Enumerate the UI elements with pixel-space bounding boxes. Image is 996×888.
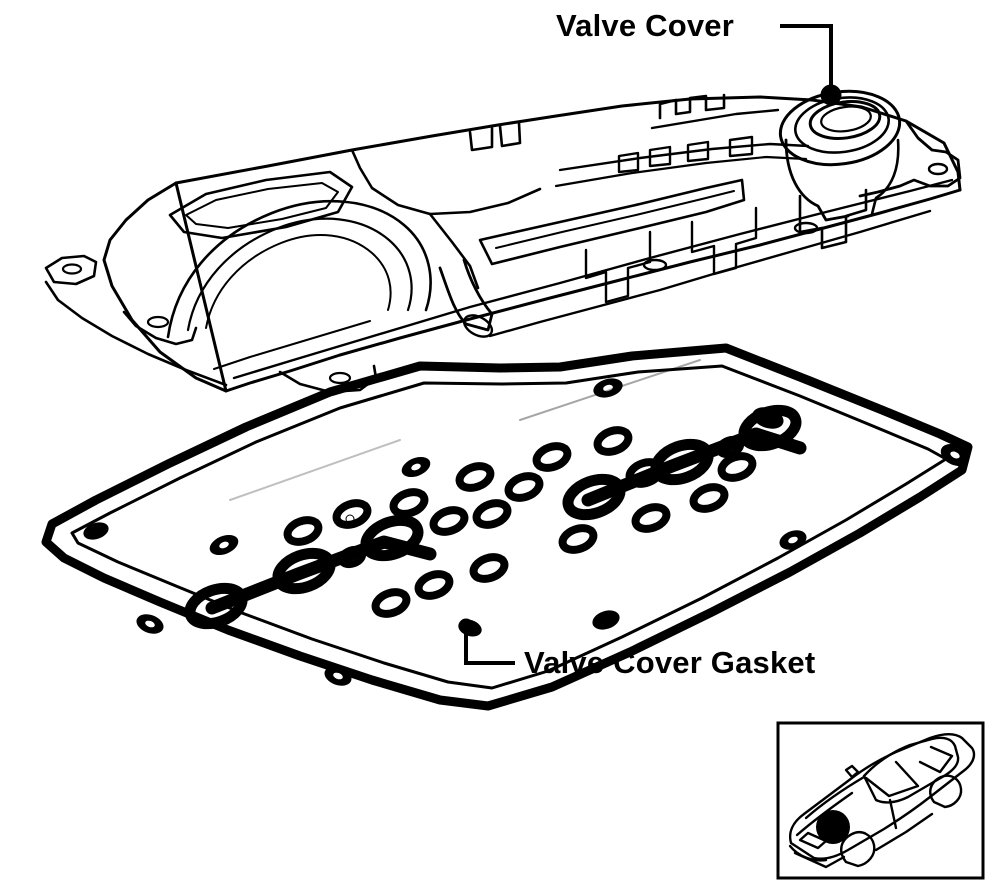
gasket-outer-bead (41, 343, 973, 711)
valve-cover-boss-hole-right (793, 221, 819, 235)
valve-cover-center-recess (478, 178, 746, 266)
inset-car-hood (804, 775, 866, 820)
label-valve-cover-gasket: Valve Cover Gasket (524, 645, 816, 680)
valve-cover-bracket (658, 93, 726, 120)
inset-car-sill (874, 812, 934, 852)
valve-cover-front-bolt-hole-1 (146, 315, 170, 329)
grommet-2 (332, 499, 372, 529)
oil-filler-cap-inner (820, 105, 872, 133)
label-valve-cover: Valve Cover (556, 8, 734, 43)
inset-car-rear-wheel (929, 774, 963, 809)
valve-cover-bracket-base (650, 108, 780, 130)
valve-cover-right-panel (798, 188, 868, 250)
valve-cover-left-skirt (44, 280, 228, 387)
grommet-12 (625, 458, 665, 488)
valve-cover-center-ridge (350, 148, 542, 216)
spark-seal-u3 (738, 404, 802, 452)
chain-upper-small-lug (715, 435, 745, 459)
grommet-10 (631, 503, 671, 533)
gasket-surface-hint-1 (519, 359, 701, 421)
grommet-18 (345, 514, 355, 524)
spark-seal-l1 (184, 582, 248, 630)
valve-cover-dome-hump-inner (186, 217, 413, 332)
valve-cover-boss-3 (686, 140, 710, 163)
inset-car-roof (862, 736, 960, 804)
valve-cover-dome-hump-inner2 (205, 234, 392, 329)
valve-cover-flange-rim (232, 178, 954, 380)
grommet-11 (689, 483, 729, 513)
valve-cover-boss-2 (648, 145, 672, 168)
grommet-13 (717, 452, 757, 482)
valve-cover-right-flange (858, 119, 962, 198)
grommet-6 (455, 462, 495, 492)
valve-cover-breather-spout (438, 258, 494, 332)
leader-dot-valve-cover-gasket (458, 618, 474, 634)
gasket-surface-hint-2 (229, 439, 401, 501)
grommet-14 (558, 524, 598, 554)
grommet-9 (593, 426, 633, 456)
gasket-spark-plug-chain-lower (184, 514, 437, 630)
grommet-5 (472, 499, 512, 529)
grommet-3 (389, 488, 429, 518)
grommet-4 (429, 506, 469, 536)
inset-car-rear-window (918, 745, 954, 774)
oil-filler-skirt-2 (870, 138, 900, 216)
leader-valve-cover (780, 24, 833, 92)
inset-car-door-line (888, 798, 898, 830)
gasket-perimeter-lug-holes (145, 384, 960, 680)
valve-cover-left-pad-inner (185, 182, 339, 229)
inset-car-windshield (864, 760, 920, 798)
leader-lines (458, 24, 842, 665)
valve-cover-boss-1 (617, 151, 640, 174)
grommet-7 (504, 472, 544, 502)
valve-cover-center-panel (428, 212, 480, 290)
valve-cover-left-ear-hole (61, 263, 83, 275)
leader-valve-cover-gasket (464, 628, 515, 665)
gasket-bolt-hole-grommets (283, 426, 757, 618)
vehicle-location-inset (776, 721, 985, 880)
oil-filler-skirt (784, 138, 850, 222)
valve-cover-left-end (102, 181, 228, 393)
inset-car-body (789, 733, 976, 860)
inset-engine-location-marker (816, 810, 850, 844)
inset-car-bumper-2 (793, 851, 846, 869)
valve-cover-gasket-drawing (41, 343, 973, 711)
valve-cover-front-flange-1 (122, 310, 198, 346)
valve-cover-top-tab-2 (498, 121, 522, 148)
valve-cover-boss-4 (728, 135, 754, 158)
leader-dot-valve-cover (820, 84, 842, 106)
inset-car-mirror (844, 764, 860, 779)
valve-cover-dome-hump (166, 199, 432, 339)
grommet-16 (414, 570, 454, 600)
gasket-inner-edge (70, 364, 948, 690)
valve-cover-bottom-bolt-hole (328, 371, 352, 385)
grommet-15 (469, 553, 509, 583)
valve-cover-right-bolt-hole (927, 162, 949, 176)
grommet-8 (532, 442, 572, 472)
valve-cover-top-tab (468, 126, 494, 152)
valve-cover-upper-rail-2 (554, 155, 808, 188)
chain-lower-small-lug (337, 545, 367, 569)
valve-cover-left-ear (44, 254, 98, 286)
spark-seal-l2 (272, 547, 336, 595)
valve-cover-center-recess-inner (495, 190, 735, 249)
valve-cover-boss-hole-center (642, 258, 668, 272)
grommet-17 (371, 588, 411, 618)
valve-cover-drawing (44, 89, 962, 394)
valve-cover-flange-rim-2 (213, 320, 371, 370)
valve-cover-bottom-edge-2 (488, 209, 932, 338)
spark-seal-l3 (360, 514, 424, 562)
valve-cover-left-pad (168, 170, 354, 240)
valve-cover-bottom-flange (224, 188, 962, 393)
grommet-1 (283, 516, 323, 546)
oil-filler-cap (808, 100, 882, 140)
valve-cover-breather-opening (462, 314, 494, 338)
inset-car-front-wheel (840, 831, 876, 868)
spark-seal-u1 (562, 473, 626, 521)
